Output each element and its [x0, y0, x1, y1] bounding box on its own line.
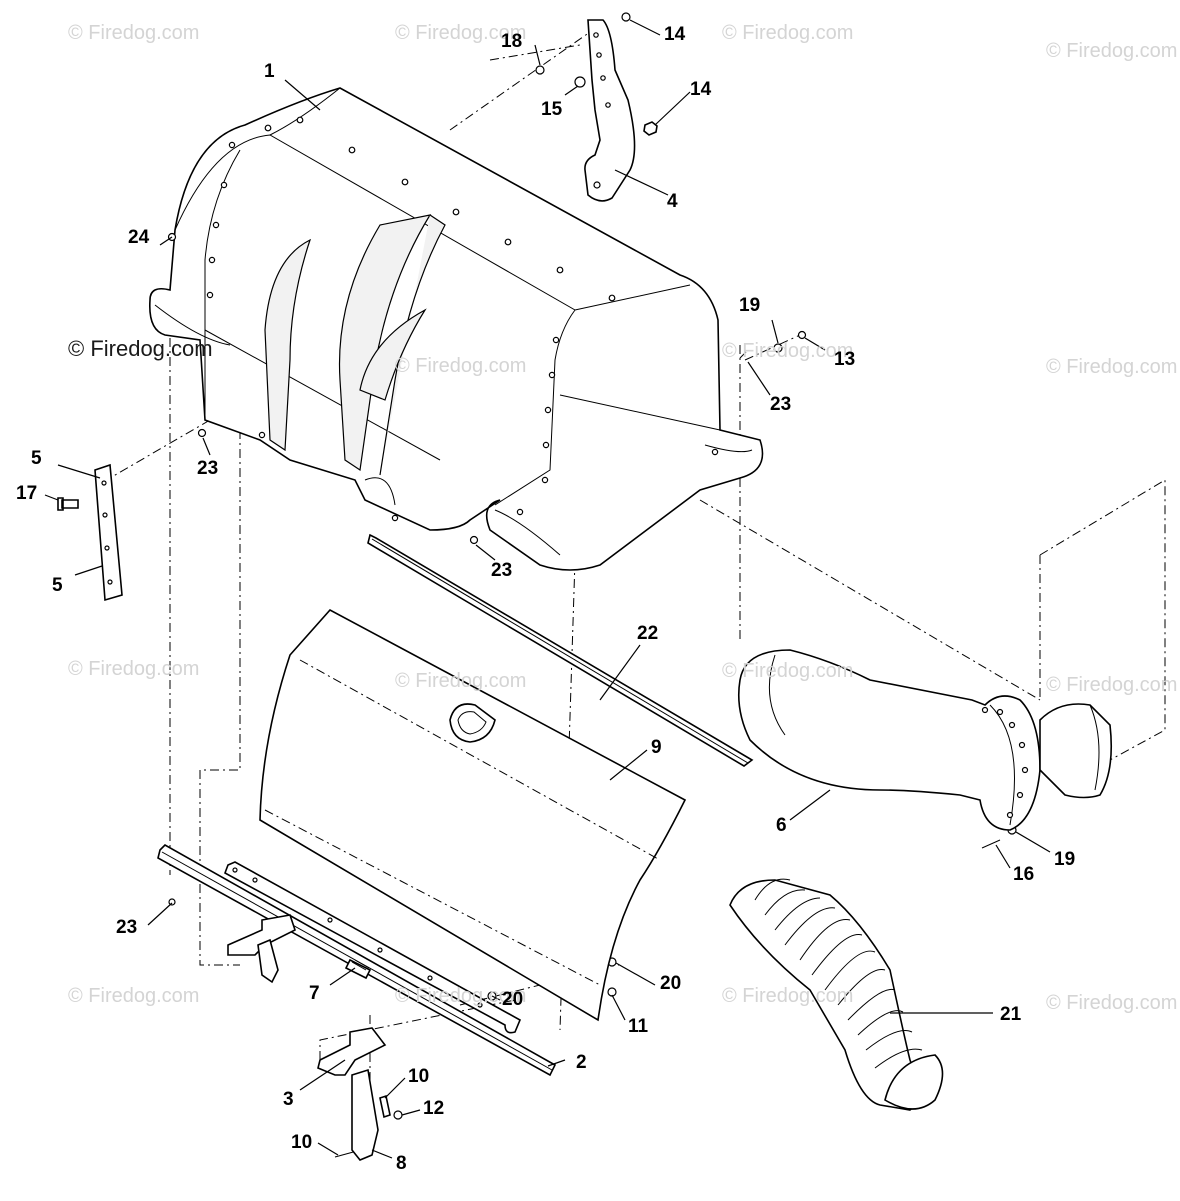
watermark: © Firedog.com — [68, 658, 200, 680]
watermark: © Firedog.com — [68, 22, 200, 44]
watermark: © Firedog.com — [395, 355, 527, 377]
callout-11: 11 — [628, 1016, 649, 1037]
callout-14: 14 — [664, 24, 686, 45]
watermark: © Firedog.com — [722, 22, 854, 44]
callout-23: 23 — [770, 394, 792, 415]
callout-22: 22 — [637, 623, 659, 644]
discharge-chute — [737, 649, 1113, 831]
watermark: © Firedog.com — [395, 22, 527, 44]
front-rail-assembly — [157, 844, 557, 1077]
callout-20: 20 — [502, 989, 524, 1010]
callout-21: 21 — [1000, 1004, 1022, 1025]
callout-7: 7 — [309, 983, 320, 1004]
callout-19: 19 — [739, 295, 761, 316]
hood-housing — [148, 87, 764, 571]
callout-13: 13 — [834, 349, 856, 370]
callout-20: 20 — [660, 973, 682, 994]
callout-23: 23 — [116, 917, 138, 938]
callout-10: 10 — [291, 1132, 313, 1153]
callout-4: 4 — [667, 191, 678, 212]
callout-23: 23 — [491, 560, 513, 581]
watermark: © Firedog.com — [68, 336, 213, 361]
callout-24: 24 — [128, 227, 150, 248]
latch-brackets — [227, 914, 391, 1161]
callout-16: 16 — [1013, 864, 1035, 885]
callout-9: 9 — [651, 737, 662, 758]
callout-2: 2 — [576, 1052, 587, 1073]
seal-strip — [367, 533, 754, 767]
watermark: © Firedog.com — [722, 660, 854, 682]
callout-5: 5 — [52, 575, 63, 596]
watermark: © Firedog.com — [395, 985, 527, 1007]
callout-10: 10 — [408, 1066, 430, 1087]
callout-3: 3 — [283, 1089, 294, 1110]
deflector-panel — [259, 608, 687, 1022]
callout-14: 14 — [690, 79, 712, 100]
watermark: © Firedog.com — [395, 670, 527, 692]
watermark: © Firedog.com — [722, 340, 854, 362]
callout-5: 5 — [31, 448, 42, 469]
watermark: © Firedog.com — [1046, 356, 1178, 378]
callout-19: 19 — [1054, 849, 1076, 870]
callout-6: 6 — [776, 815, 787, 836]
watermark: © Firedog.com — [722, 985, 854, 1007]
plate — [94, 463, 123, 602]
watermark: © Firedog.com — [1046, 992, 1178, 1014]
callout-17: 17 — [16, 483, 38, 504]
callout-12: 12 — [423, 1098, 445, 1119]
flexible-hose — [729, 878, 944, 1111]
callout-1: 1 — [264, 61, 275, 82]
watermark: © Firedog.com — [68, 985, 200, 1007]
watermark: © Firedog.com — [1046, 674, 1178, 696]
callout-18: 18 — [501, 31, 523, 52]
callout-23: 23 — [197, 458, 219, 479]
callout-15: 15 — [541, 99, 563, 120]
mounting-bracket — [584, 19, 636, 202]
leader-lines — [44, 19, 1051, 1159]
callout-8: 8 — [396, 1153, 407, 1174]
watermark: © Firedog.com — [1046, 40, 1178, 62]
